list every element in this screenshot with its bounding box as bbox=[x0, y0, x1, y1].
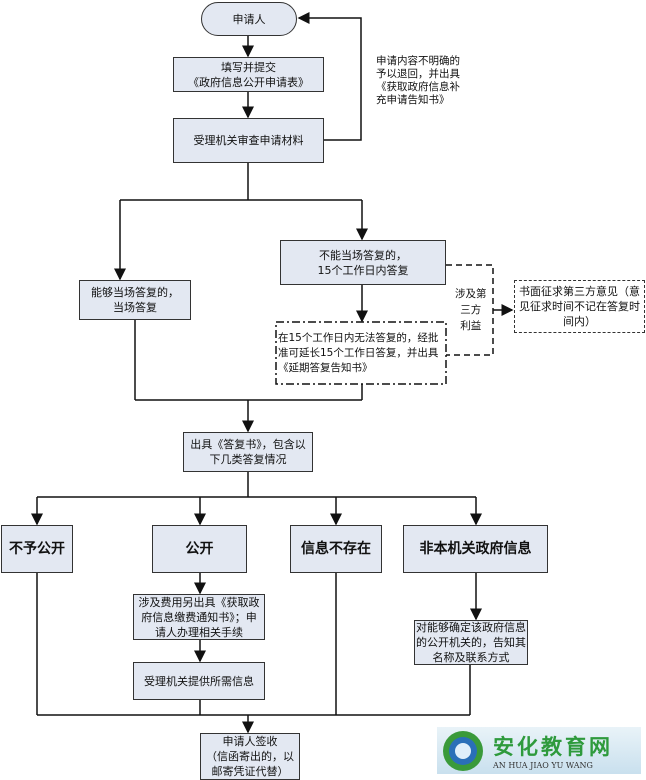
extension-node: 在15个工作日内无法答复的，经批 准可延长15个工作日答复，并出具 《延期答复告… bbox=[278, 324, 444, 382]
applicant-start-node: 申请人 bbox=[201, 2, 297, 36]
third-party-opinion-node: 书面征求第三方意见（意 见征求时间不记在答复时 间内） bbox=[514, 280, 645, 333]
not-this-agency-node: 非本机关政府信息 bbox=[403, 525, 548, 573]
immediate-reply-node: 能够当场答复的， 当场答复 bbox=[79, 280, 191, 320]
return-note: 申请内容不明确的 予以退回，并出具 《获取政府信息补 充申请告知书》 bbox=[376, 55, 460, 106]
emblem-icon bbox=[443, 730, 483, 771]
no-disclose-node: 不予公开 bbox=[1, 525, 73, 573]
fees-node: 涉及费用另出具《获取政 府信息缴费通知书》；申 请人办理相关手续 bbox=[133, 594, 265, 640]
inform-agency-node: 对能够确定该政府信息 的公开机关的，告知其 名称及联系方式 bbox=[414, 620, 528, 665]
reply-letter-node: 出具《答复书》，包含以 下几类答复情况 bbox=[183, 432, 313, 472]
review-materials-node: 受理机关审查申请材料 bbox=[173, 118, 324, 163]
disclose-node: 公开 bbox=[152, 525, 247, 573]
third-party-interest-label: 涉及第 三方 利益 bbox=[455, 288, 487, 332]
provide-info-node: 受理机关提供所需信息 bbox=[133, 662, 265, 700]
submit-application-node: 填写并提交 《政府信息公开申请表》 bbox=[173, 57, 324, 92]
info-not-exist-node: 信息不存在 bbox=[290, 525, 382, 573]
site-logo: 安化教育网 AN HUA JIAO YU WANG bbox=[437, 727, 641, 774]
applicant-receipt-node: 申请人签收 （信函寄出的，以 邮寄凭证代替） bbox=[200, 733, 300, 780]
reply-within-15-days-node: 不能当场答复的， 15个工作日内答复 bbox=[280, 240, 446, 285]
logo-en: AN HUA JIAO YU WANG bbox=[493, 761, 593, 770]
logo-cn: 安化教育网 bbox=[493, 735, 613, 759]
